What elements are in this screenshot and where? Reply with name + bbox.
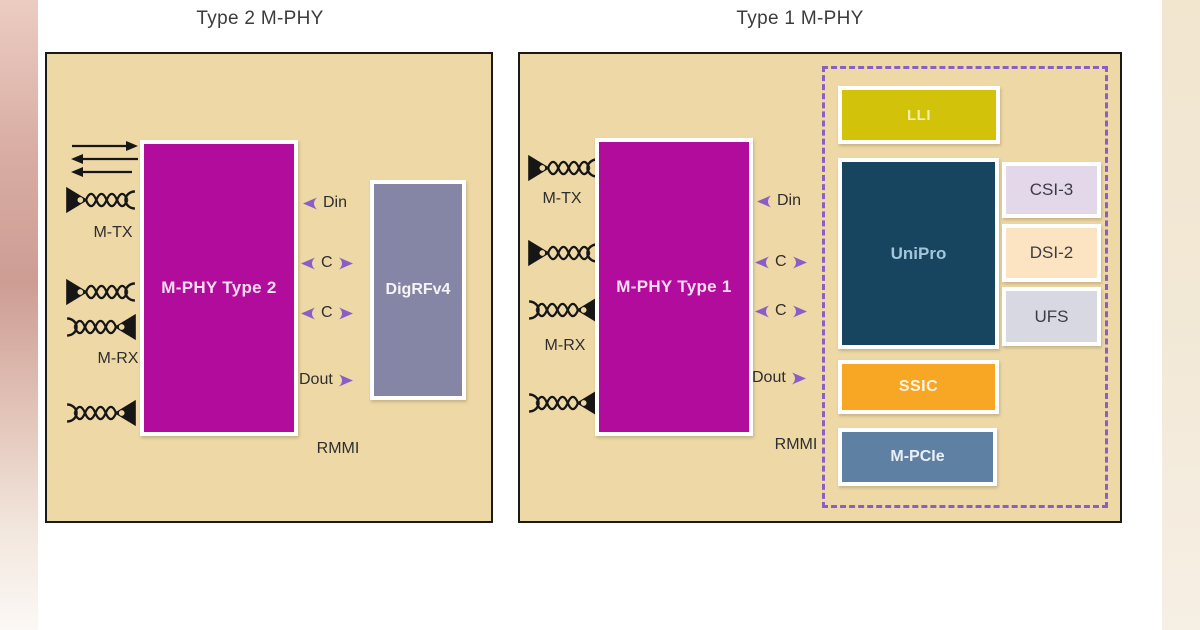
din-label: Din: [323, 194, 348, 211]
ufs-block: UFS: [1002, 287, 1101, 346]
digrfv4-block: DigRFv4: [370, 180, 466, 400]
c-lower-label: C: [321, 304, 333, 321]
protocol-dashed-region: [822, 66, 1108, 508]
dout-arrow-right-icon: [791, 372, 806, 384]
dout-label: Dout: [299, 371, 333, 388]
type1-panel-title: Type 1 M-PHY: [736, 8, 864, 29]
c-upper-port-row: C: [754, 252, 808, 272]
mphy-type2-block: M-PHY Type 2: [140, 140, 298, 436]
mphy-type1-block: M-PHY Type 1: [595, 138, 753, 436]
mrx-label: M-RX: [97, 350, 139, 367]
dsi2-block: DSI-2: [1002, 224, 1101, 282]
rmmi-label: RMMI: [774, 436, 818, 453]
twisted-pair-tx1-icon: [64, 185, 137, 215]
c-lower-port-row: C: [754, 301, 808, 321]
unipro-block: UniPro: [838, 158, 999, 349]
dsi2-label: DSI-2: [1029, 243, 1074, 262]
c-arrow-right-icon: [338, 257, 353, 269]
c-upper-label: C: [321, 254, 333, 271]
twisted-pair-tx2-icon: [64, 277, 137, 307]
c-arrow-left-icon: [755, 305, 769, 317]
lli-block: LLI: [838, 86, 1000, 144]
c-upper-label: C: [775, 253, 787, 270]
rmmi-label: RMMI: [316, 440, 360, 457]
twisted-pair-rx2-icon: [527, 388, 600, 418]
mphy-type2-label: M-PHY Type 2: [161, 278, 277, 297]
dout-port-row: Dout: [752, 368, 807, 388]
lane-arrows-icon: [69, 139, 140, 179]
din-arrow-left-icon: [757, 195, 771, 207]
twisted-pair-tx2-icon: [526, 238, 599, 268]
type2-panel-title: Type 2 M-PHY: [196, 8, 324, 29]
digrfv4-label: DigRFv4: [385, 281, 451, 298]
c-arrow-right-icon: [338, 307, 353, 319]
c-lower-label: C: [775, 302, 787, 319]
mtx-label: M-TX: [93, 224, 133, 241]
c-arrow-right-icon: [792, 305, 807, 317]
ssic-label: SSIC: [898, 378, 939, 395]
ufs-label: UFS: [1034, 306, 1069, 326]
dout-label: Dout: [752, 369, 786, 386]
c-arrow-left-icon: [301, 257, 315, 269]
unipro-label: UniPro: [890, 243, 947, 263]
mpcie-block: M-PCIe: [838, 428, 997, 486]
type1-panel: M-TX M-RX M-PHY Type 1 Din C C Dout RMMI: [518, 52, 1122, 523]
csi3-block: CSI-3: [1002, 162, 1101, 218]
c-lower-port-row: C: [300, 303, 354, 323]
left-gradient-strip: [0, 0, 38, 630]
right-gradient-strip: [1162, 0, 1200, 630]
type2-panel: M-TX M-RX M-PHY Type 2 Din C C Dout RMMI: [45, 52, 493, 523]
mrx-label: M-RX: [544, 337, 586, 354]
din-label: Din: [777, 192, 802, 209]
ssic-block: SSIC: [838, 360, 999, 414]
c-arrow-right-icon: [792, 256, 807, 268]
din-arrow-left-icon: [303, 197, 317, 209]
mpcie-label: M-PCIe: [890, 448, 945, 465]
dout-arrow-right-icon: [338, 374, 353, 386]
twisted-pair-tx1-icon: [526, 153, 599, 183]
lli-label: LLI: [907, 106, 931, 124]
c-upper-port-row: C: [300, 253, 354, 273]
dout-port-row: Dout: [299, 370, 354, 390]
din-port-row: Din: [756, 191, 801, 211]
twisted-pair-rx1-icon: [65, 312, 138, 342]
din-port-row: Din: [302, 193, 347, 213]
twisted-pair-rx2-icon: [65, 398, 138, 428]
c-arrow-left-icon: [301, 307, 315, 319]
c-arrow-left-icon: [755, 256, 769, 268]
twisted-pair-rx1-icon: [527, 295, 600, 325]
mphy-type1-label: M-PHY Type 1: [616, 277, 732, 296]
csi3-label: CSI-3: [1029, 180, 1074, 199]
mtx-label: M-TX: [542, 190, 582, 207]
